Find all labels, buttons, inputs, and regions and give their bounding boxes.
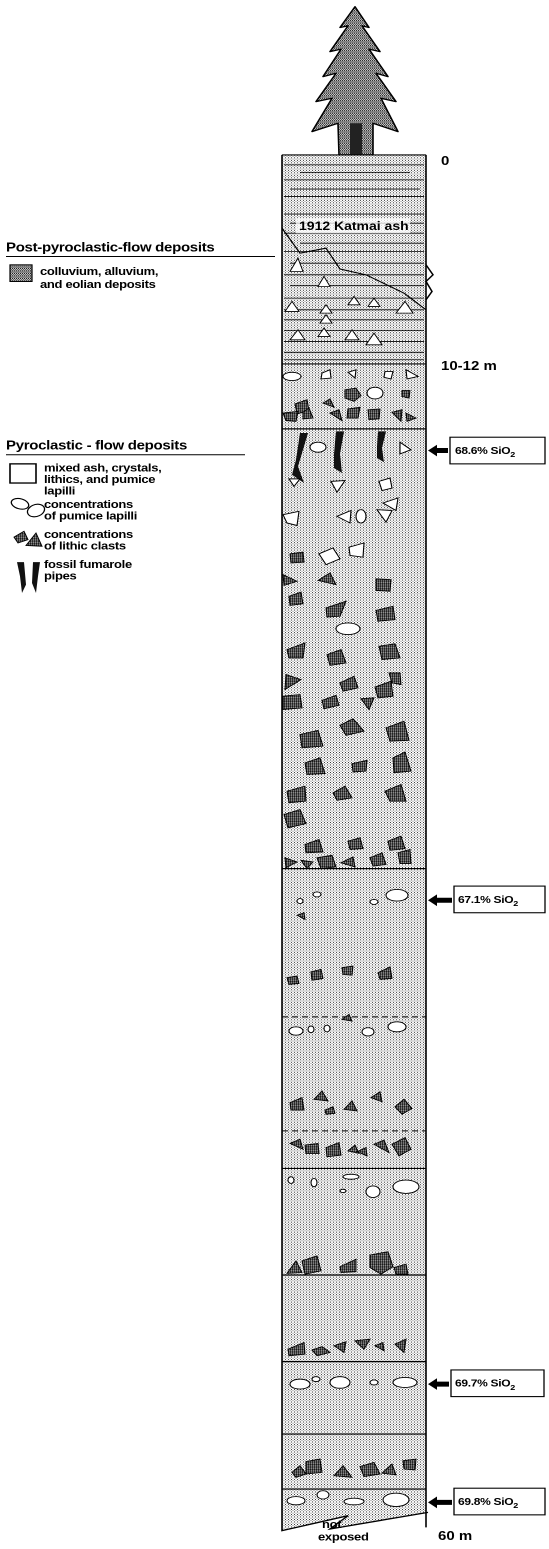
legend-pumice-line-2: of pumice lapilli bbox=[44, 510, 137, 523]
legend-mixed-ash-line-1: mixed ash, crystals, bbox=[44, 461, 161, 474]
legend-lithic-line-1: concentrations bbox=[44, 528, 134, 541]
arrow-left-icon bbox=[428, 894, 452, 906]
sample-marker-3: 69.7% SiO2 bbox=[428, 1370, 544, 1397]
legend-post-pyroclastic: Post-pyroclastic-flow deposits colluvium… bbox=[6, 241, 275, 291]
legend-post-title: Post-pyroclastic-flow deposits bbox=[6, 241, 215, 255]
katmai-ash-label: 1912 Katmai ash bbox=[299, 219, 409, 233]
legend-lithic-line-2: of lithic clasts bbox=[44, 540, 127, 553]
empty-box-icon bbox=[10, 464, 36, 483]
legend-fumarole-line-1: fossil fumarole bbox=[44, 558, 133, 571]
column-flow-deposits bbox=[282, 364, 426, 1531]
depth-label-middle: 10-12 m bbox=[441, 359, 497, 373]
legend-colluvium-line-2: and eolian deposits bbox=[40, 278, 156, 291]
not-exposed-label-1: not bbox=[322, 1518, 342, 1531]
sample-marker-1: 68.6% SiO2 bbox=[428, 437, 545, 464]
arrow-left-icon bbox=[428, 1497, 452, 1509]
not-exposed-label-2: exposed bbox=[318, 1531, 369, 1544]
depth-label-bottom: 60 m bbox=[438, 1529, 472, 1543]
legend-pyro-title: Pyroclastic - flow deposits bbox=[6, 439, 188, 453]
legend-mixed-ash-line-2: lithics, and pumice bbox=[44, 473, 156, 486]
legend-pyroclastic-flow: Pyroclastic - flow deposits mixed ash, c… bbox=[6, 439, 245, 593]
arrow-left-icon bbox=[428, 445, 448, 457]
post-pyroclastic-unit bbox=[282, 155, 426, 364]
legend-colluvium-line-1: colluvium, alluvium, bbox=[40, 265, 158, 278]
sample-marker-4: 69.8% SiO2 bbox=[428, 1488, 545, 1515]
legend-fumarole-line-2: pipes bbox=[44, 570, 77, 583]
legend-pumice-line-1: concentrations bbox=[44, 498, 134, 511]
pumice-ovals-icon bbox=[9, 497, 47, 520]
stippled-box-icon bbox=[10, 265, 32, 282]
spruce-tree-icon bbox=[312, 7, 398, 155]
legend-mixed-ash-line-3: lapilli bbox=[44, 485, 75, 498]
lithic-clasts-icon bbox=[14, 531, 42, 546]
depth-label-top: 0 bbox=[441, 154, 450, 168]
fumarole-pipes-icon bbox=[17, 562, 40, 593]
arrow-left-icon bbox=[428, 1378, 449, 1390]
sample-marker-2: 67.1% SiO2 bbox=[428, 886, 545, 913]
